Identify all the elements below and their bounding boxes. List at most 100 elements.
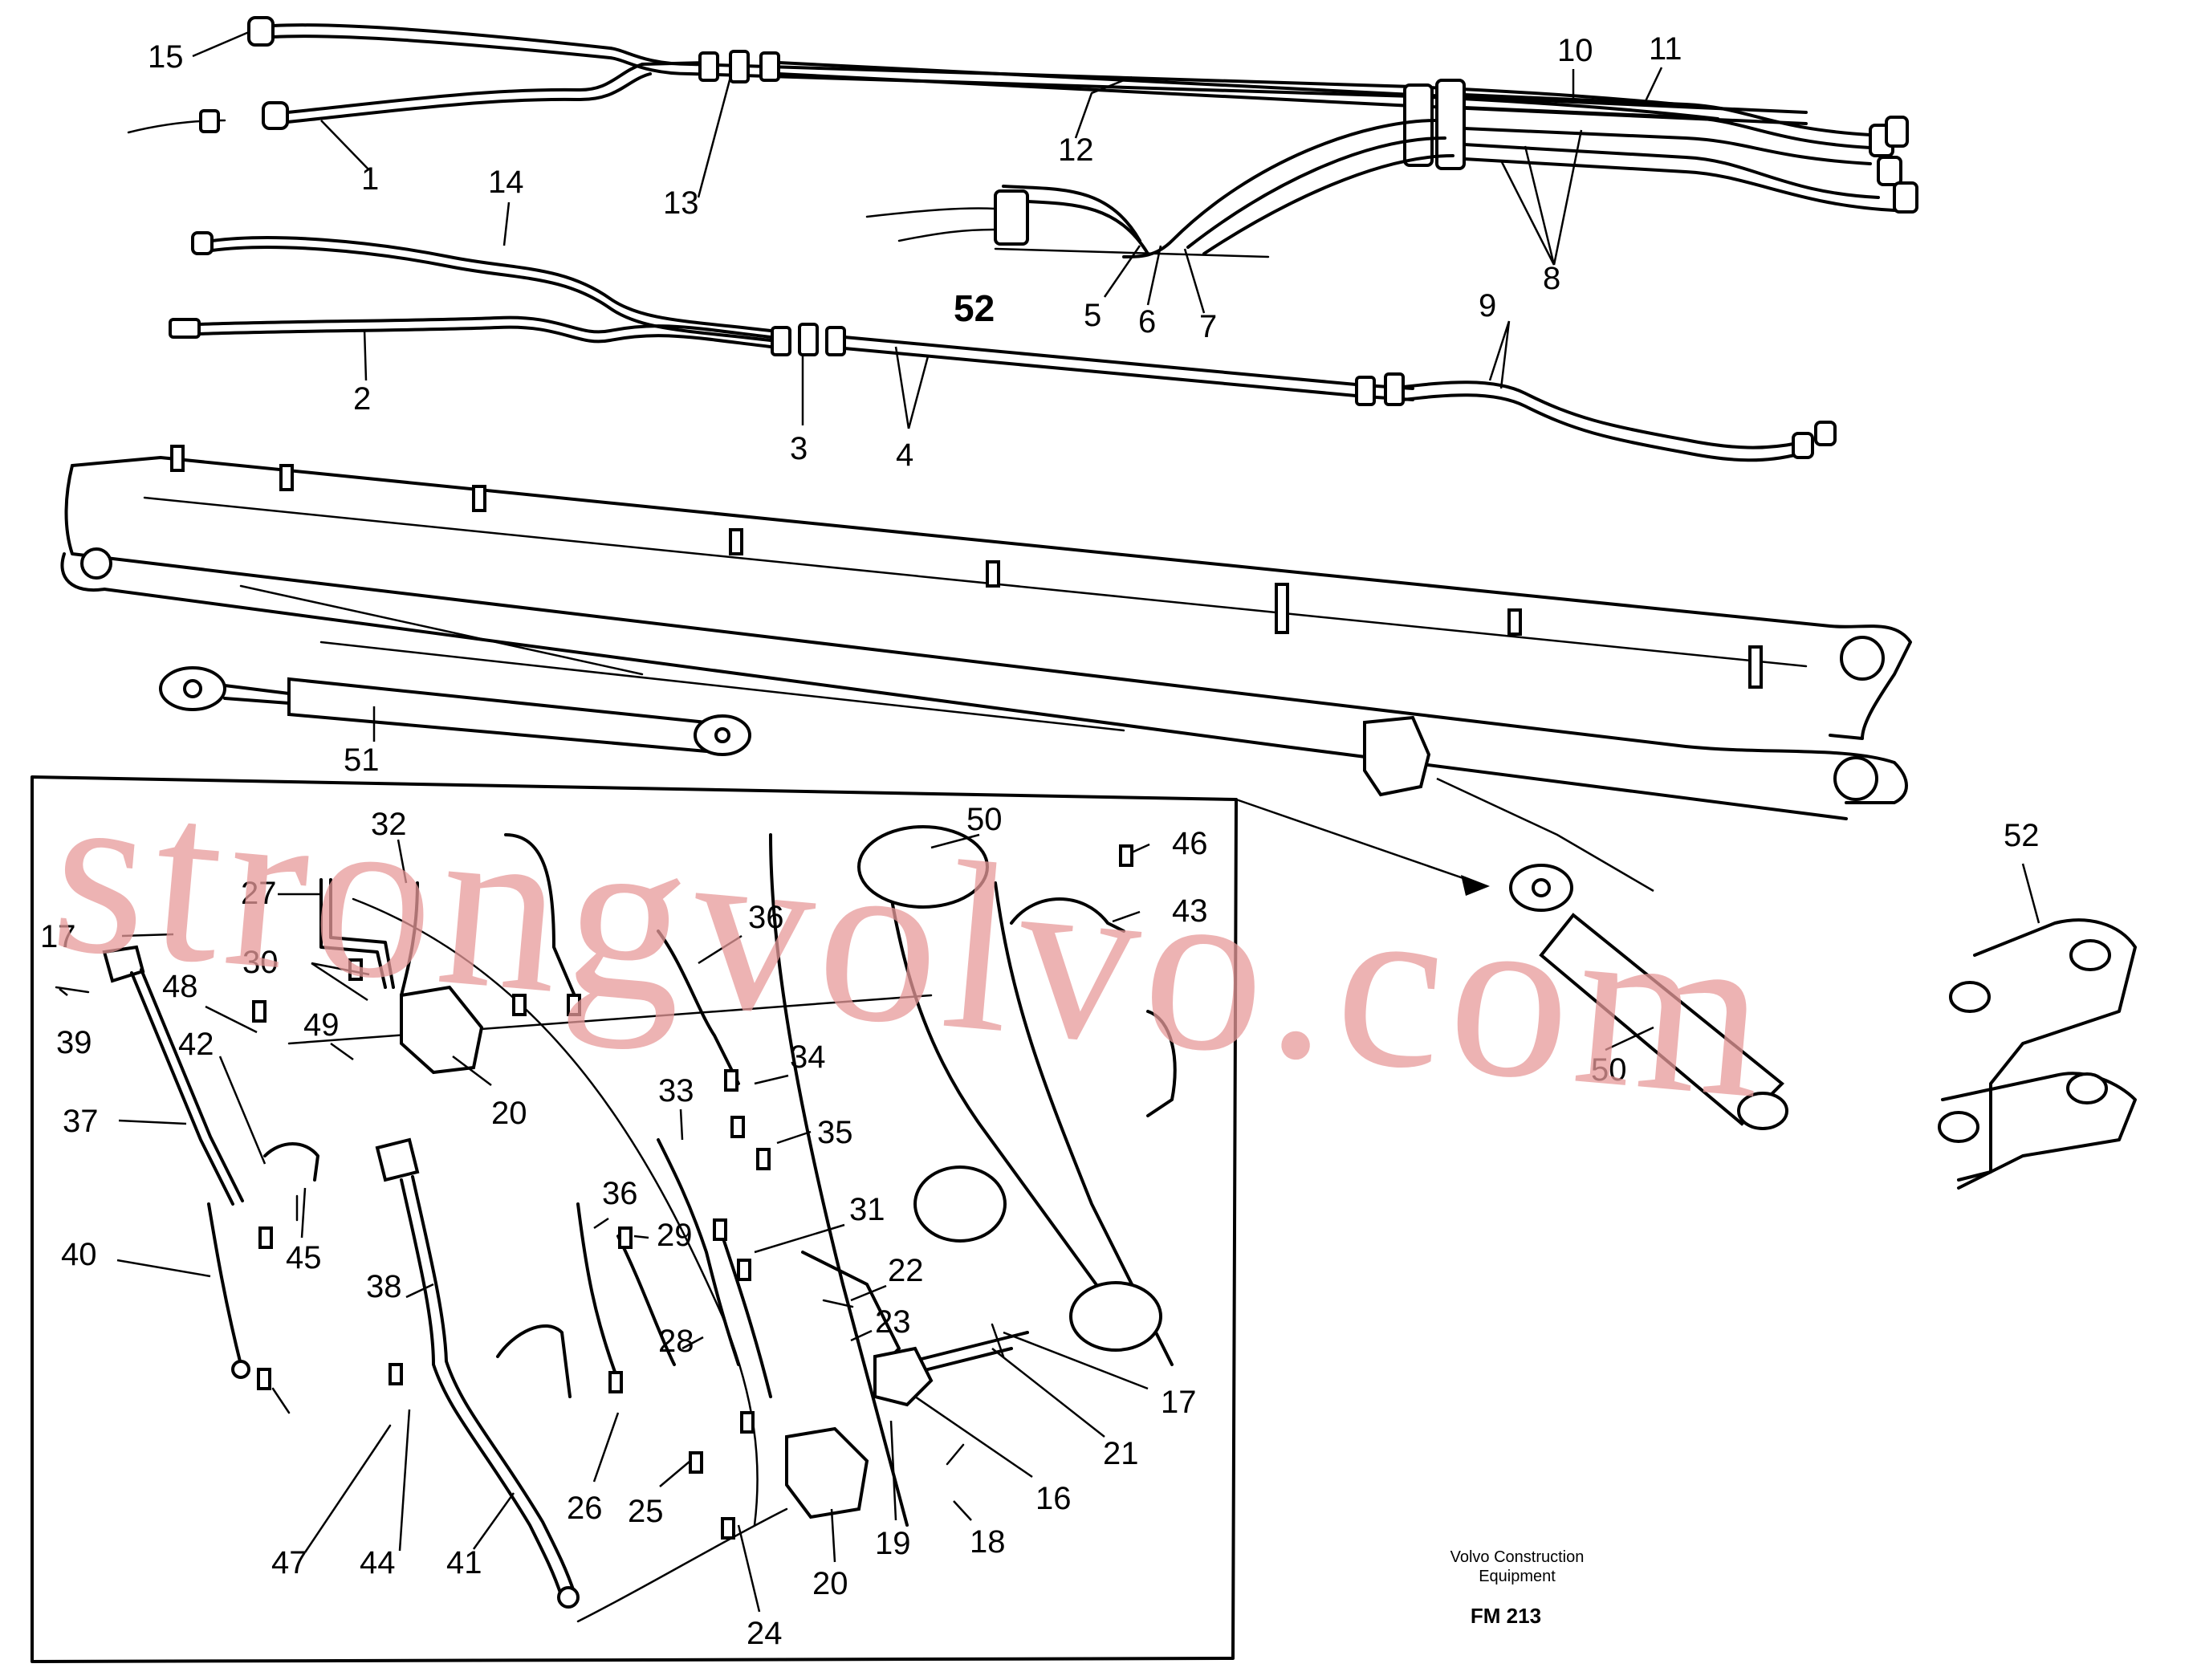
pipe-15	[271, 23, 1719, 110]
label-1: 1	[361, 161, 379, 197]
clip	[986, 560, 1000, 588]
valve-20-top	[400, 985, 484, 1075]
label-28: 28	[658, 1324, 694, 1359]
leader-29	[633, 1235, 649, 1239]
leader-17-right	[1003, 1331, 1149, 1390]
leader-13	[697, 76, 732, 198]
pipe-4b	[843, 347, 1414, 401]
pipe-1-fitting-body	[199, 109, 220, 133]
pipe-8c	[1463, 157, 1896, 212]
label-18: 18	[970, 1524, 1006, 1560]
label-29: 29	[657, 1218, 693, 1253]
cylinder-51-end-pin	[714, 727, 730, 743]
clamp-9b	[1384, 372, 1405, 406]
label-17-right: 17	[1161, 1385, 1197, 1420]
label-43: 43	[1172, 893, 1208, 929]
leader-16	[914, 1395, 1033, 1479]
inset-arrow-head	[1461, 875, 1490, 896]
pipe-2-fitting	[169, 318, 201, 339]
pipe-9-end-nut-a	[1792, 432, 1814, 459]
pipe-29	[616, 1235, 676, 1366]
label-45: 45	[286, 1240, 322, 1275]
inset-cyl-left-edge	[769, 833, 909, 1527]
boom-hose-clips	[170, 445, 1763, 689]
boom-valve-block	[1363, 715, 1431, 797]
clamp-3a	[771, 326, 791, 356]
leader-17-left	[121, 933, 174, 938]
label-20-top: 20	[491, 1096, 527, 1131]
boom-pivot-pin	[80, 547, 112, 580]
clip	[1275, 583, 1289, 634]
label-33: 33	[658, 1073, 694, 1108]
hose-37	[130, 971, 234, 1206]
bracket-52	[1938, 918, 2137, 1190]
pipe-2b	[197, 325, 772, 348]
label-9: 9	[1479, 288, 1496, 323]
fitting	[567, 994, 581, 1016]
leader-52-right	[2021, 863, 2040, 924]
clip	[1748, 645, 1763, 689]
clamp-13c	[759, 51, 780, 82]
leader-11	[1644, 67, 1663, 102]
leader-7	[1183, 248, 1206, 314]
pipe-1-nut	[262, 101, 289, 130]
leader-18	[953, 1500, 972, 1521]
clamp-block-b	[1435, 79, 1466, 170]
bracket-52-pin-b	[2069, 939, 2111, 971]
label-30: 30	[242, 945, 279, 980]
hose-38-block	[375, 1137, 420, 1182]
label-22: 22	[888, 1253, 924, 1288]
block-16	[873, 1346, 934, 1407]
pipe-4a	[843, 336, 1414, 390]
leader-23	[850, 1329, 873, 1342]
bracket-52-pin-d	[2066, 1072, 2108, 1104]
hose-41-end	[557, 1586, 580, 1609]
upper-pipe-group	[127, 16, 1918, 462]
footer: Volvo Construction Equipment FM 213	[1450, 1548, 1585, 1628]
inset-fittings	[252, 844, 1133, 1540]
inset-cylinder-eye-a	[913, 1165, 1007, 1243]
part-labels: 15 1 13 12 10 11 8 52 5 6 7 9 14 2 3 4 5…	[40, 31, 2040, 1651]
label-48: 48	[162, 969, 198, 1004]
fitting	[258, 1226, 273, 1249]
pipe-11	[1463, 93, 1872, 136]
label-37: 37	[63, 1104, 99, 1139]
pipe-32-hook	[504, 833, 580, 1005]
pipe-14b	[210, 246, 772, 342]
pipe-15-nut	[247, 16, 275, 47]
label-17-left: 17	[40, 919, 76, 954]
label-39: 39	[56, 1025, 92, 1060]
boom-lower-flange	[60, 552, 1848, 820]
fitting	[724, 1069, 738, 1092]
leader-34	[754, 1074, 789, 1085]
leader-6	[1146, 245, 1162, 306]
leader-lines	[59, 31, 2040, 1613]
watermark-text: strongvolvo.com	[43, 734, 1782, 1149]
label-24: 24	[747, 1616, 783, 1651]
clip	[170, 445, 185, 472]
pipe-7	[1202, 154, 1454, 255]
leader-12	[1074, 75, 1133, 139]
fitting	[608, 1371, 623, 1393]
label-31: 31	[849, 1192, 885, 1227]
fitting	[1119, 844, 1133, 867]
label-11: 11	[1649, 31, 1682, 67]
leader-45	[300, 1187, 307, 1239]
fitting	[713, 1218, 727, 1241]
fitting	[730, 1116, 745, 1138]
label-44: 44	[360, 1545, 396, 1580]
inset-callout-line	[1235, 798, 1478, 885]
block-52-ghost-lines	[865, 207, 1270, 258]
pipe-14-nut	[191, 231, 214, 255]
label-46: 46	[1172, 826, 1208, 861]
fitting	[252, 1000, 266, 1023]
clamp-43	[1010, 897, 1125, 933]
leader-48	[205, 1005, 258, 1034]
pipe-end-fitting-c	[1877, 156, 1902, 186]
leader-37	[118, 1119, 187, 1125]
boom-arm	[60, 445, 1912, 893]
pipe-27	[319, 878, 387, 989]
valve-20-bottom	[785, 1426, 869, 1519]
clip	[472, 485, 486, 512]
pipe-8b	[1463, 143, 1880, 199]
